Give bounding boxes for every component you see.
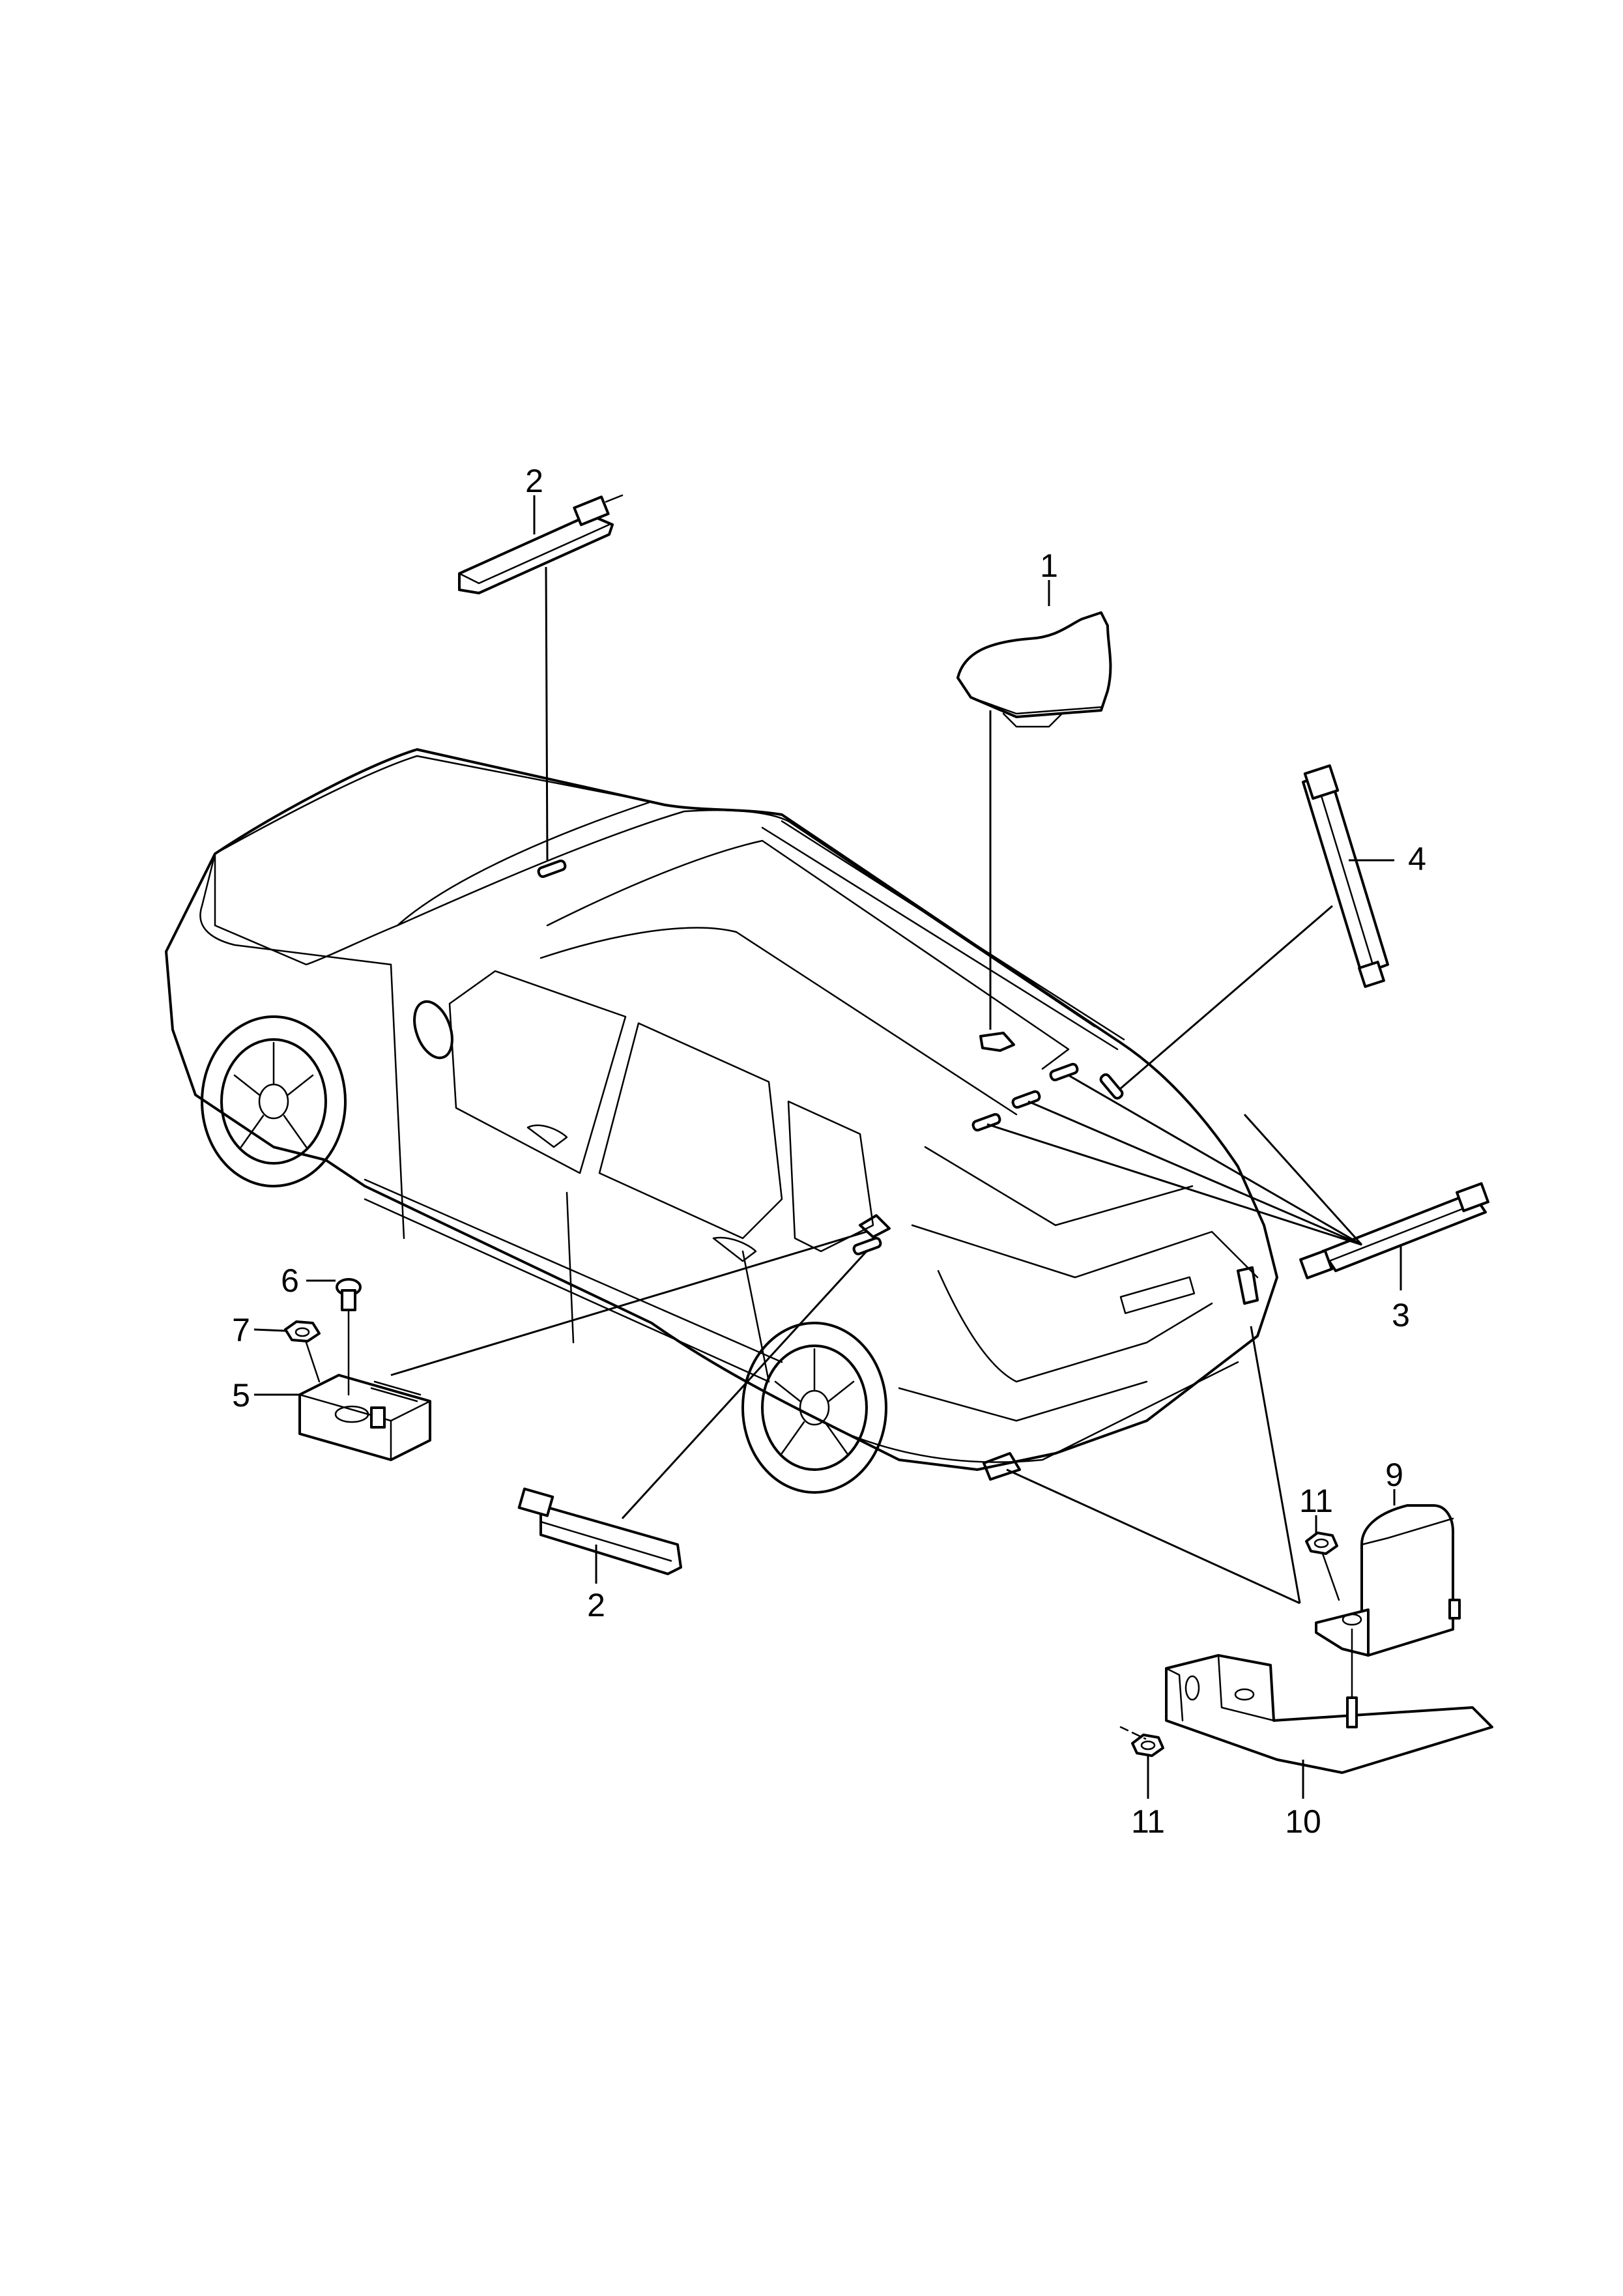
nut-11-upper-part <box>1305 1532 1340 1601</box>
control-unit-9-part <box>1315 1504 1461 1657</box>
callout-7: 7 <box>232 1312 250 1348</box>
callout-5: 5 <box>232 1377 250 1414</box>
bracket-plate-10-part <box>1165 1654 1493 1774</box>
callout-1: 1 <box>1040 547 1058 584</box>
leader-3-mount-c <box>1068 1074 1362 1246</box>
antenna-amplifier-4-part <box>1302 764 1389 988</box>
mounting-marks <box>537 859 1259 1481</box>
leader-9-mount-b <box>1006 1468 1300 1605</box>
leader-7 <box>253 1328 286 1332</box>
callout-10: 10 <box>1285 1803 1321 1840</box>
antenna-amplifier-3-part <box>1299 1182 1489 1279</box>
vehicle-outline <box>165 748 1278 1494</box>
roof-antenna-part <box>956 611 1112 728</box>
callout-2-bottom: 2 <box>587 1587 605 1623</box>
callout-2-top: 2 <box>525 463 543 499</box>
leader-3-mount-b <box>1027 1100 1362 1246</box>
leader-4-mount <box>1120 905 1333 1090</box>
leader-3-mount-a <box>986 1123 1362 1246</box>
leader-3-mount-d <box>1243 1113 1363 1246</box>
nut-11-lower-part <box>1119 1726 1164 1757</box>
leader-9-mount-a <box>1250 1326 1301 1604</box>
antenna-amplifier-top-part <box>458 494 624 594</box>
callout-4: 4 <box>1408 841 1426 877</box>
antenna-amplifier-bottom-part <box>517 1487 682 1575</box>
callout-11-upper: 11 <box>1299 1483 1333 1519</box>
leader-5-mount <box>390 1230 867 1376</box>
screw-6-part <box>336 1278 362 1396</box>
callout-9: 9 <box>1385 1457 1403 1493</box>
callout-11-lower: 11 <box>1131 1803 1165 1840</box>
leader-2-bottom <box>621 1250 868 1520</box>
bracket-5-part <box>298 1374 431 1461</box>
nut-7-part <box>284 1320 321 1383</box>
callout-6: 6 <box>281 1262 299 1299</box>
callout-3: 3 <box>1392 1297 1410 1333</box>
leader-2-top <box>545 566 549 861</box>
